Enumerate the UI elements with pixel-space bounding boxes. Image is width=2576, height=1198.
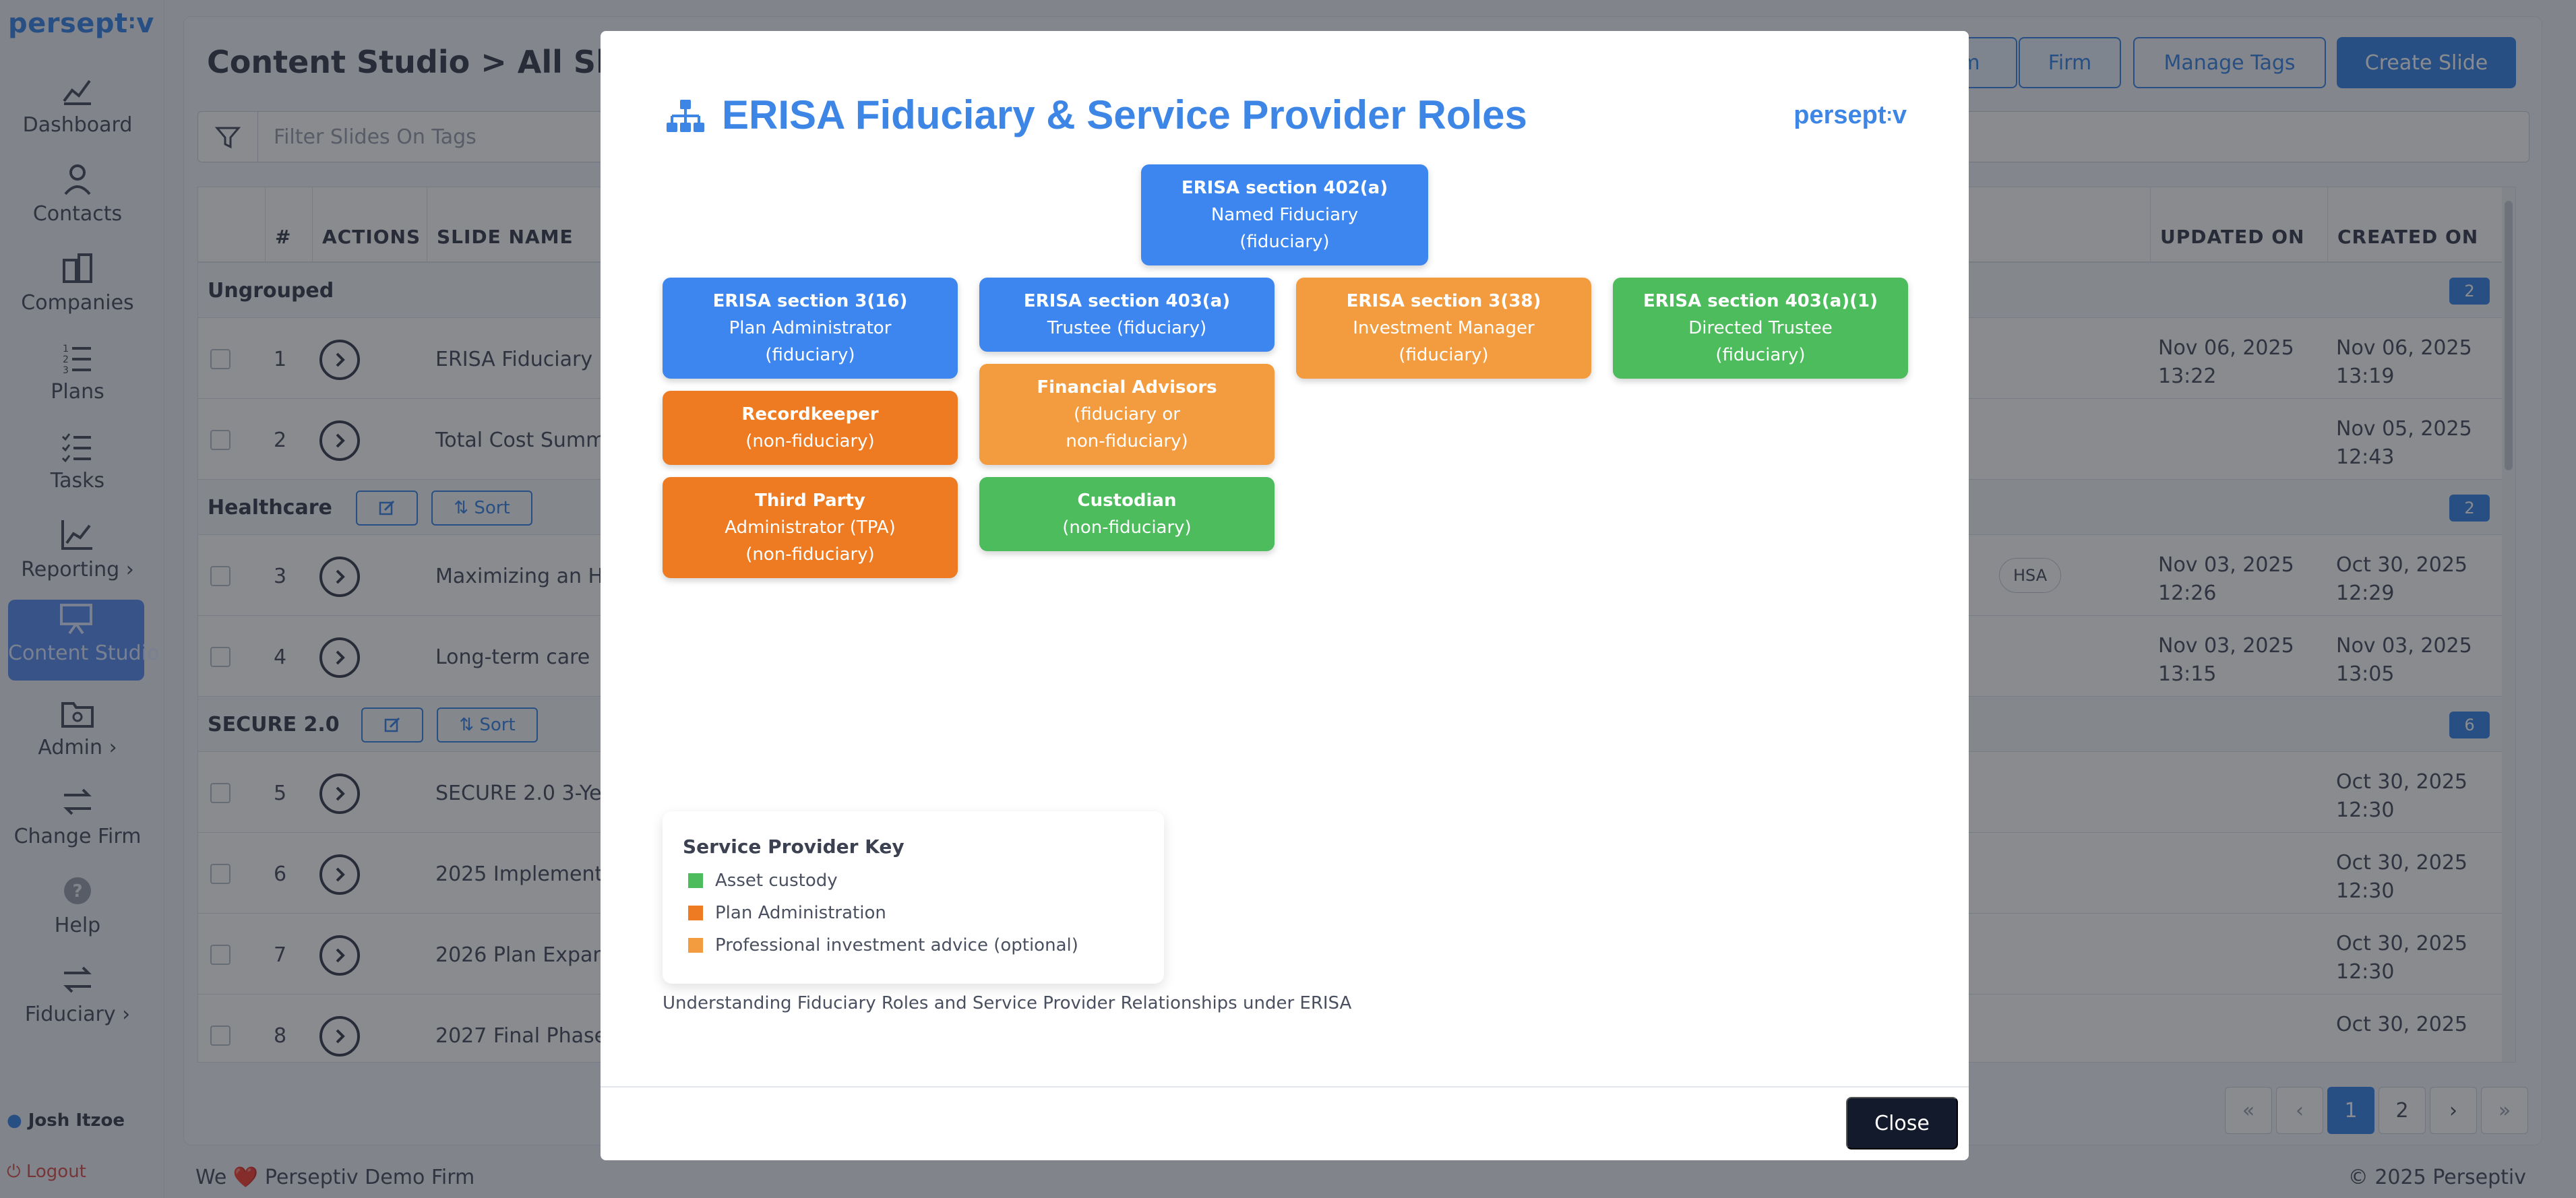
service-provider-key: Service Provider Key Asset custody Plan … [663, 811, 1164, 984]
named-fiduciary-box: ERISA section 402(a)Named Fiduciary(fidu… [1141, 164, 1428, 265]
green-swatch [688, 873, 703, 888]
trustee-box: ERISA section 403(a)Trustee (fiduciary) [979, 278, 1275, 352]
custodian-box: Custodian(non-fiduciary) [979, 477, 1275, 551]
org-chart-icon [667, 100, 704, 132]
modal-title: ERISA Fiduciary & Service Provider Roles [722, 92, 1527, 137]
slide-caption: Understanding Fiduciary Roles and Servic… [663, 993, 1352, 1013]
directed-trustee-box: ERISA section 403(a)(1)Directed Trustee(… [1613, 278, 1908, 379]
modal-brand-logo: persept:v [1793, 101, 1907, 129]
close-button[interactable]: Close [1846, 1097, 1958, 1149]
recordkeeper-box: Recordkeeper(non-fiduciary) [663, 391, 958, 465]
investment-manager-box: ERISA section 3(38)Investment Manager(fi… [1296, 278, 1591, 379]
key-item: Professional investment advice (optional… [688, 935, 1078, 955]
plan-administrator-box: ERISA section 3(16)Plan Administrator(fi… [663, 278, 958, 379]
light-orange-swatch [688, 938, 703, 953]
key-item: Plan Administration [688, 903, 886, 923]
orange-swatch [688, 906, 703, 920]
key-item: Asset custody [688, 871, 838, 891]
slide-preview-modal: ERISA Fiduciary & Service Provider Roles… [601, 31, 1969, 1160]
